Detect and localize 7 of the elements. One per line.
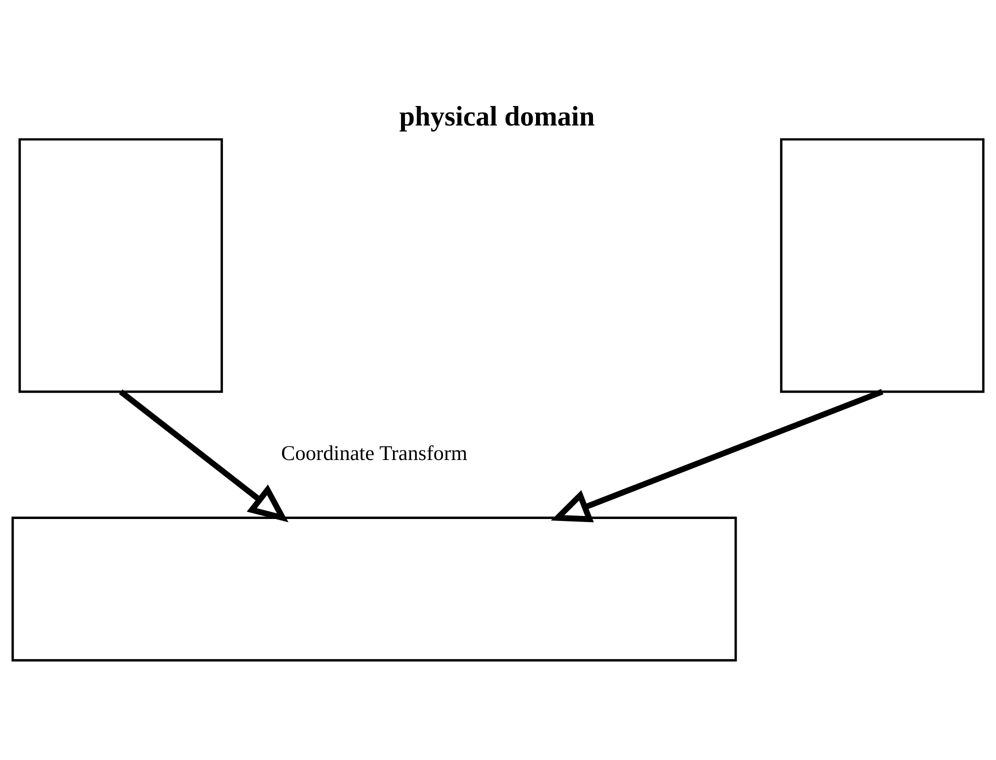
node-box <box>12 516 737 662</box>
label: Coordinate Transform <box>281 440 468 465</box>
node-box <box>780 138 984 393</box>
arrow <box>550 388 884 522</box>
diagram-title: physical domain <box>399 102 595 133</box>
node-box <box>18 138 223 393</box>
arrow <box>118 389 288 522</box>
